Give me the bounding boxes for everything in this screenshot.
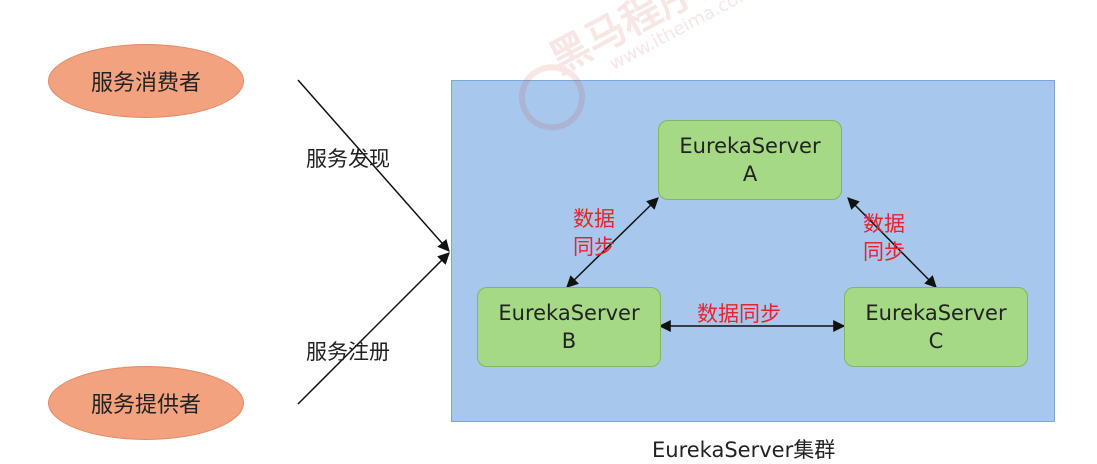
server-b-name: EurekaServer	[498, 301, 640, 325]
eureka-server-c: EurekaServer C	[844, 287, 1028, 367]
eureka-server-b: EurekaServer B	[477, 287, 661, 367]
service-provider-node: 服务提供者	[48, 366, 244, 440]
service-provider-label: 服务提供者	[90, 393, 201, 418]
service-registration-label: 服务注册	[306, 340, 390, 364]
service-consumer-label: 服务消费者	[90, 71, 201, 96]
sync-label-a-c-line2: 同步	[863, 240, 905, 264]
sync-arrow-a-b	[566, 197, 659, 288]
server-a-name: EurekaServer	[679, 134, 821, 158]
sync-label-a-b-line1: 数据	[573, 207, 615, 231]
eureka-server-a: EurekaServer A	[658, 120, 842, 200]
sync-label-a-c: 数据 同步	[863, 210, 905, 266]
connector-lines	[297, 79, 937, 405]
service-discovery-label: 服务发现	[306, 147, 390, 171]
server-c-name: EurekaServer	[865, 301, 1007, 325]
registration-connector	[297, 252, 450, 405]
sync-label-a-c-line1: 数据	[863, 212, 905, 236]
sync-label-b-c: 数据同步	[697, 302, 781, 326]
sync-label-a-b-line2: 同步	[573, 235, 615, 259]
server-c-id: C	[928, 329, 944, 353]
sync-arrow-a-c	[847, 197, 937, 288]
server-a-id: A	[742, 162, 758, 186]
cluster-caption: EurekaServer集群	[652, 438, 836, 462]
discovery-connector	[297, 79, 450, 252]
server-b-id: B	[561, 329, 577, 353]
eureka-cluster-diagram: 黑马程序员 www.itheima.com 服务消费者 服务提供者 服务发现 服…	[48, 0, 1055, 462]
sync-label-a-b: 数据 同步	[573, 205, 615, 261]
service-consumer-node: 服务消费者	[48, 44, 244, 118]
